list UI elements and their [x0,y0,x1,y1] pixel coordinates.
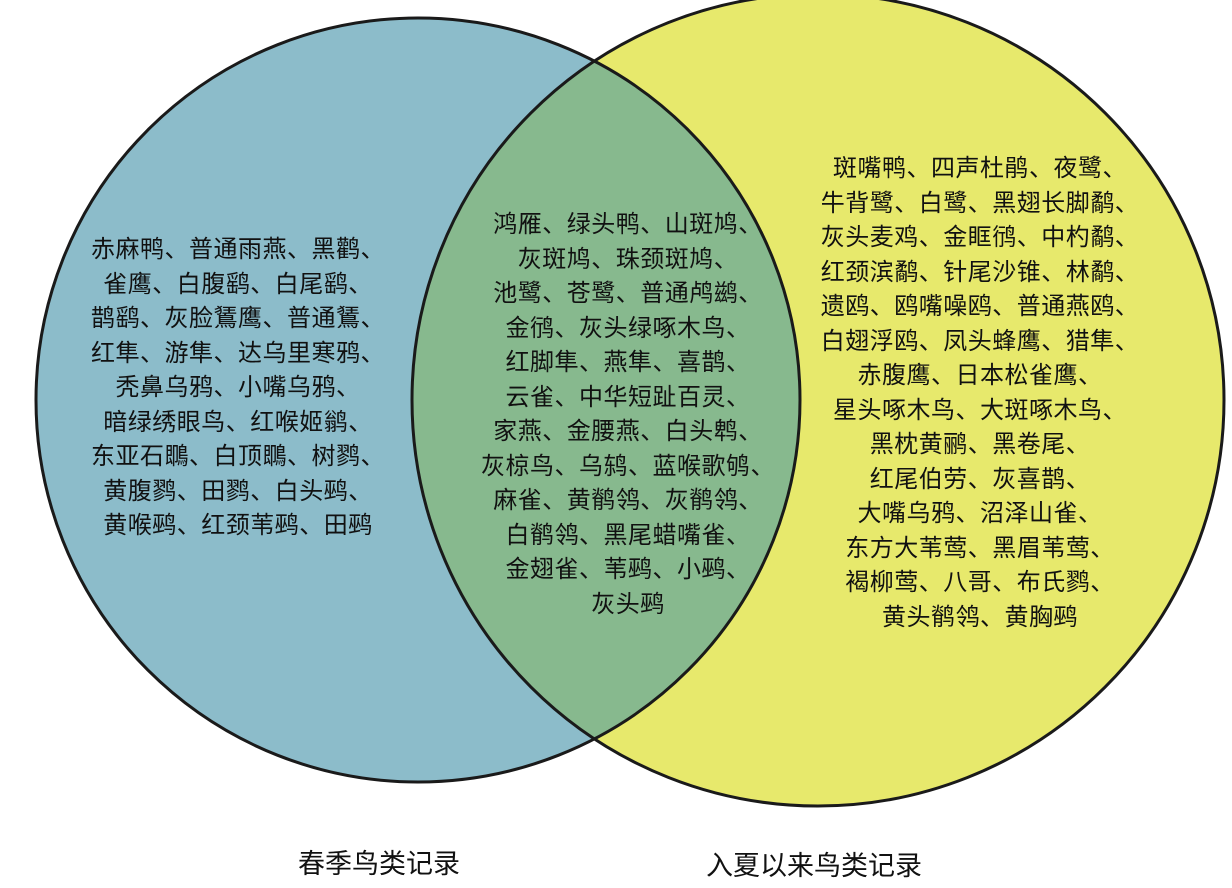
shared-species-line: 红脚隼、燕隼、喜鹊、 [505,348,751,376]
summer-species-line: 星头啄木鸟、大斑啄木鸟、 [833,395,1127,424]
summer-species-line: 遗鸥、鸥嘴噪鸥、普通燕鸥、 [820,292,1140,320]
spring-caption: 春季鸟类记录 [298,849,460,880]
shared-species-line: 灰斑鸠、珠颈斑鸠、 [517,244,739,273]
spring-species-line: 黄腹鹨、田鹨、白头鹀、 [103,476,373,505]
summer-species-line: 褐柳莺、八哥、布氏鹨、 [845,568,1115,596]
spring-species-line: 东亚石䳭、白顶䳭、树鹨、 [91,442,385,470]
summer-species-line: 白翅浮鸥、凤头蜂鹰、猎隼、 [820,326,1140,355]
summer-species-line: 赤腹鹰、日本松雀鹰、 [857,361,1103,389]
summer-only-species: 斑嘴鸭、四声杜鹃、夜鹭、牛背鹭、白鹭、黑翅长脚鹬、灰头麦鸡、金眶鸻、中杓鹬、红颈… [790,151,1170,634]
spring-species-line: 黄喉鹀、红颈苇鹀、田鹀 [103,511,373,539]
shared-species-line: 金鸻、灰头绿啄木鸟、 [505,313,751,342]
shared-species-line: 灰头鹀 [591,589,665,618]
spring-species-line: 红隼、游隼、达乌里寒鸦、 [91,338,385,367]
shared-species-line: 麻雀、黄鹡鸰、灰鹡鸰、 [493,486,763,514]
spring-species-line: 雀鹰、白腹鹞、白尾鹞、 [103,269,373,298]
summer-species-line: 东方大苇莺、黑眉苇莺、 [845,533,1115,562]
shared-species-line: 白鹡鸰、黑尾蜡嘴雀、 [505,520,751,549]
summer-species-line: 黄头鹡鸰、黄胸鹀 [882,602,1078,631]
summer-species-line: 黑枕黄鹂、黑卷尾、 [869,430,1091,458]
spring-species-line: 赤麻鸭、普通雨燕、黑鹳、 [91,235,385,263]
summer-species-line: 红尾伯劳、灰喜鹊、 [869,464,1091,493]
left-circle-outline [34,16,802,784]
spring-species-line: 秃鼻乌鸦、小嘴乌鸦、 [115,373,361,401]
summer-species-line: 牛背鹭、白鹭、黑翅长脚鹬、 [820,188,1140,217]
shared-species-line: 灰椋鸟、乌鸫、蓝喉歌鸲、 [481,451,775,480]
spring-species-line: 暗绿绣眼鸟、红喉姬鹟、 [103,407,373,436]
shared-species: 鸿雁、绿头鸭、山斑鸠、灰斑鸠、珠颈斑鸠、池鹭、苍鹭、普通鸬鹚、金鸻、灰头绿啄木鸟… [458,207,798,621]
summer-species-line: 大嘴乌鸦、沼泽山雀、 [857,499,1103,527]
shared-species-line: 鸿雁、绿头鸭、山斑鸠、 [493,210,763,238]
spring-only-species: 赤麻鸭、普通雨燕、黑鹳、雀鹰、白腹鹞、白尾鹞、鹊鹞、灰脸鵟鹰、普通鵟、红隼、游隼… [58,232,418,543]
shared-species-line: 池鹭、苍鹭、普通鸬鹚、 [493,279,763,307]
right-circle-outline [410,0,1226,808]
overlap-region [412,18,800,782]
shared-species-line: 家燕、金腰燕、白头鹎、 [493,417,763,445]
summer-species-line: 灰头麦鸡、金眶鸻、中杓鹬、 [820,223,1140,251]
shared-species-line: 金翅雀、苇鹀、小鹀、 [505,555,751,583]
summer-species-line: 红颈滨鹬、针尾沙锥、林鹬、 [820,257,1140,286]
summer-species-line: 斑嘴鸭、四声杜鹃、夜鹭、 [833,154,1127,182]
shared-species-line: 云雀、中华短趾百灵、 [505,382,751,411]
summer-caption: 入夏以来鸟类记录 [706,851,922,882]
spring-species-line: 鹊鹞、灰脸鵟鹰、普通鵟、 [91,304,385,332]
